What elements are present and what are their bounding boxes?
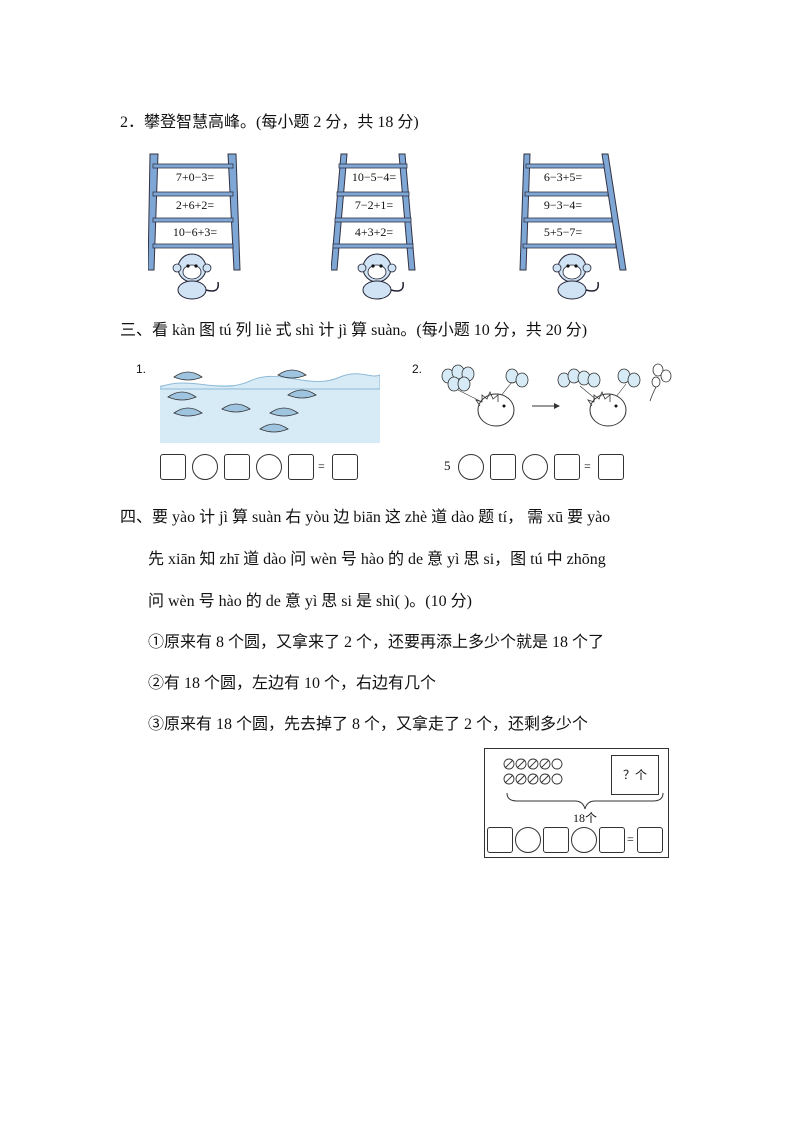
ladder-2-graphic: [330, 153, 416, 300]
problem-2-start-number: 5: [444, 458, 451, 473]
flying-balloons-icon: [649, 363, 672, 402]
option-1[interactable]: ①原来有 8 个圆，又拿来了 2 个，还要再添上多少个就是 18 个了: [148, 634, 605, 651]
operator-circle[interactable]: [515, 827, 541, 853]
question-count-box: ？个: [611, 755, 659, 795]
operator-circle[interactable]: [571, 827, 597, 853]
ladder-3-rung-1: 6−3+5=: [543, 170, 583, 184]
answer-box[interactable]: [490, 454, 516, 480]
balloon-icon: [441, 364, 529, 392]
ladder-3-rung-3: 5+5−7=: [543, 225, 583, 239]
monkey-icon: [357, 253, 404, 300]
ladder-2-rung-3: 4+3+2=: [354, 225, 394, 239]
ladder-1-rung-2: 2+6+2=: [175, 198, 215, 212]
ladder-1-rung-3: 10−6+3=: [172, 225, 218, 239]
ladder-3: 6−3+5= 9−3−4= 5+5−7=: [518, 152, 627, 302]
option-3[interactable]: ③原来有 18 个圆，先去掉了 8 个，又拿走了 2 个，还剩多少个: [148, 716, 589, 733]
ladder-2: 10−5−4= 7−2+1= 4+3+2=: [330, 152, 431, 302]
ladder-3-rung-2: 9−3−4=: [543, 198, 583, 212]
answer-box[interactable]: [599, 827, 625, 853]
answer-box[interactable]: [637, 827, 663, 853]
answer-box[interactable]: [554, 454, 580, 480]
operator-circle[interactable]: [522, 454, 548, 480]
problem-2-number: 2.: [412, 362, 423, 376]
ladder-2-rung-1: 10−5−4=: [351, 170, 397, 184]
dolphin-sea-picture: [160, 369, 380, 443]
answer-box[interactable]: [543, 827, 569, 853]
equals-sign: =: [318, 459, 325, 473]
dolphin-icon: [167, 369, 317, 433]
option-2[interactable]: ②有 18 个圆，左边有 10 个，右边有几个: [148, 675, 437, 692]
hedgehog-icon: [475, 390, 515, 427]
section4-line-1: 四、要 yào 计 jì 算 suàn 右 yòu 边 biān 这 zhè 道…: [120, 509, 611, 526]
hedgehog-icon: [587, 390, 627, 427]
operator-circle[interactable]: [256, 454, 282, 480]
balloon-icon: [557, 368, 641, 388]
brace-icon: [506, 792, 664, 810]
monkey-icon: [172, 253, 219, 300]
answer-box[interactable]: [288, 454, 314, 480]
ladder-1: 7+0−3= 2+6+2= 10−6+3=: [147, 152, 248, 302]
answer-box[interactable]: [487, 827, 513, 853]
hedgehog-balloons-picture: [441, 363, 672, 427]
ladder-1-graphic: [147, 153, 241, 300]
monkey-icon: [552, 253, 599, 300]
section4-line-2: 先 xiān 知 zhī 道 dào 问 wèn 号 hào 的 de 意 yì…: [148, 551, 606, 568]
equals-sign: =: [584, 459, 591, 473]
ladder-2-rung-2: 7−2+1=: [354, 198, 394, 212]
operator-circle[interactable]: [192, 454, 218, 480]
answer-box[interactable]: [160, 454, 186, 480]
answer-box[interactable]: [332, 454, 358, 480]
ladder-1-rung-1: 7+0−3=: [175, 170, 215, 184]
ladder-3-graphic: [519, 153, 627, 300]
answer-box[interactable]: [598, 454, 624, 480]
operator-circle[interactable]: [458, 454, 484, 480]
answer-box[interactable]: [224, 454, 250, 480]
circles-figure: ？个 18个 =: [484, 748, 669, 858]
problem-1-number: 1.: [136, 362, 147, 376]
section4-line-3: 问 wèn 号 hào 的 de 意 yì 思 si 是 shì( )。(10 …: [148, 593, 472, 610]
crossed-circles-icon: [503, 758, 563, 785]
total-label: 18个: [573, 811, 598, 825]
section3-title: 三、看 kàn 图 tú 列 liè 式 shì 计 jì 算 suàn。(每小…: [120, 322, 588, 339]
section2-title: 2．攀登智慧高峰。(每小题 2 分，共 18 分): [120, 114, 419, 131]
equals-sign: =: [627, 832, 634, 846]
